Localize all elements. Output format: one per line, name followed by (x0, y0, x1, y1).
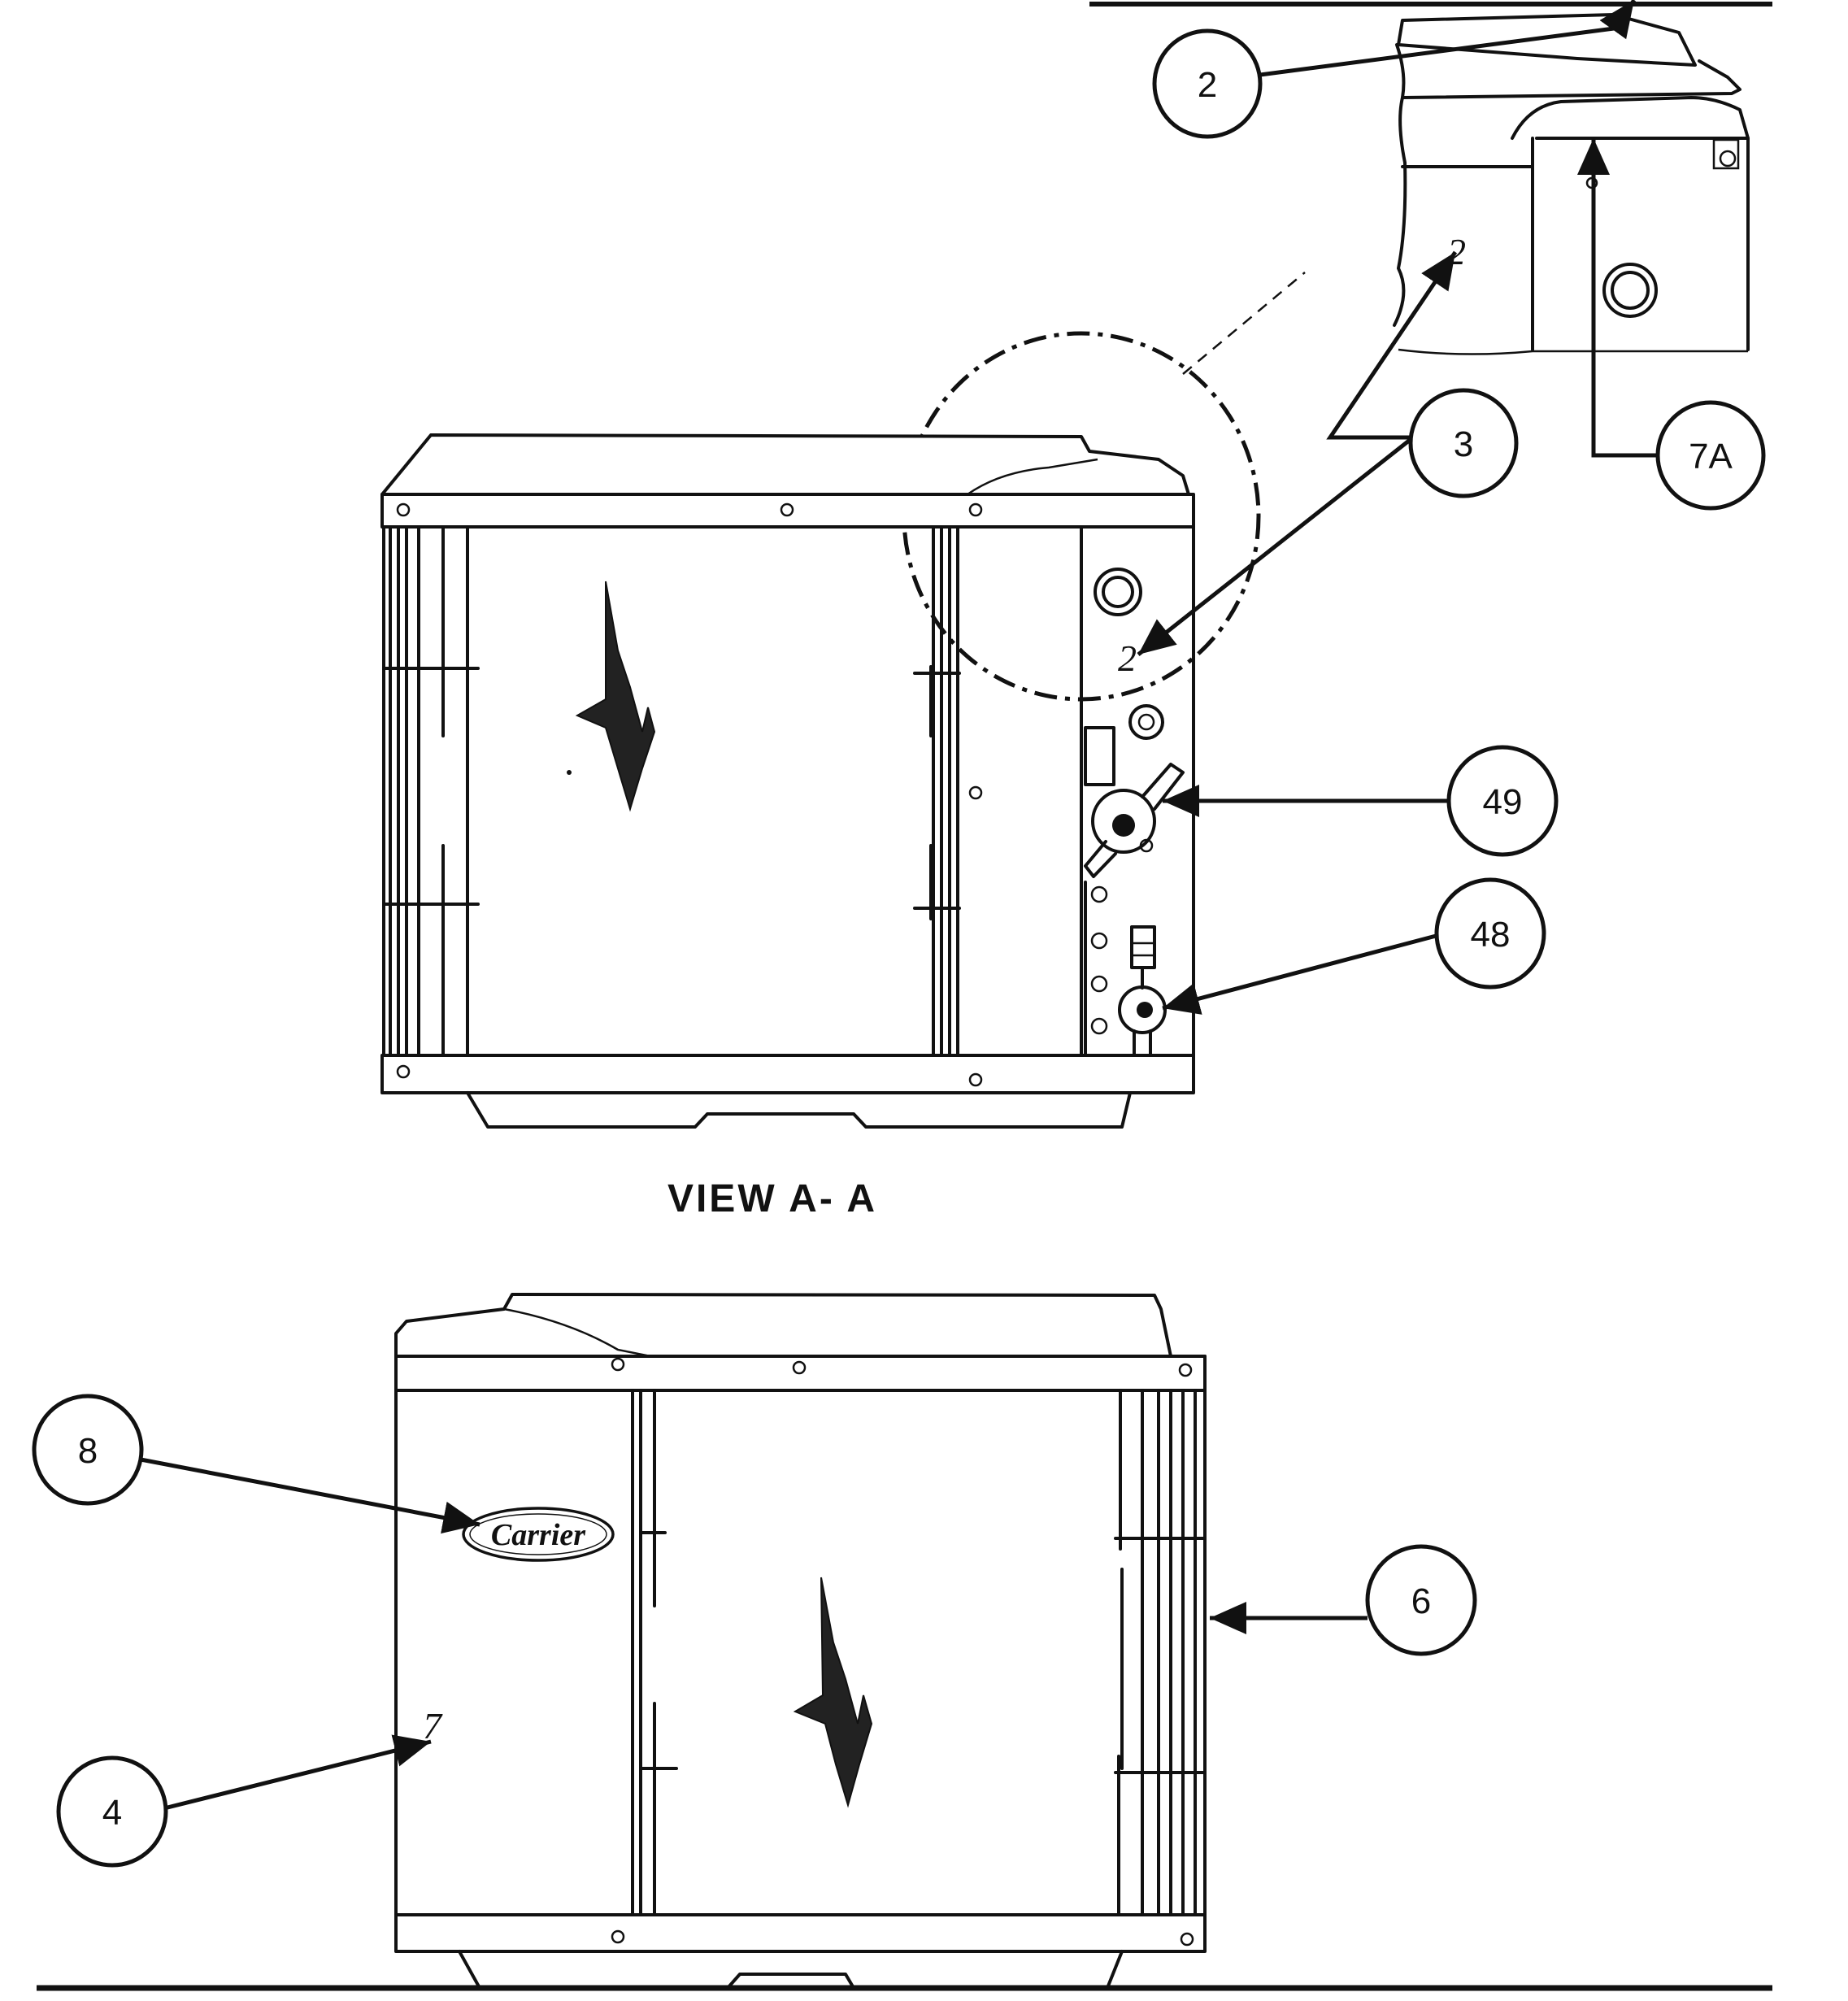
front-panel-handwritten-mark: 7 (423, 1705, 443, 1747)
callout-8: 8 (32, 1394, 144, 1506)
detail-view: 2 (1393, 13, 1750, 355)
callout-48: 48 (1434, 877, 1546, 990)
callout-2: 2 (1152, 28, 1263, 139)
svg-text:8: 8 (78, 1431, 98, 1471)
svg-text:3: 3 (1454, 424, 1473, 464)
svg-text:2: 2 (1198, 65, 1217, 105)
callout-7a: 7A (1655, 400, 1766, 511)
detail-projection-line (1182, 272, 1306, 375)
callout-4: 4 (56, 1755, 168, 1868)
callout-6: 6 (1365, 1544, 1477, 1656)
callout-3: 3 (1408, 388, 1519, 498)
svg-text:49: 49 (1483, 782, 1523, 822)
svg-text:Carrier: Carrier (491, 1518, 586, 1552)
front-view-unit: Carrier 7 (394, 1293, 1207, 1990)
carrier-logo: Carrier (462, 1507, 615, 1562)
svg-text:4: 4 (102, 1793, 122, 1833)
svg-text:7A: 7A (1689, 437, 1733, 476)
svg-text:48: 48 (1471, 915, 1511, 955)
side-panel-handwritten-mark: 2 (1118, 637, 1137, 679)
callout-49: 49 (1446, 745, 1559, 857)
view-label: VIEW A- A (667, 1177, 877, 1220)
svg-text:6: 6 (1411, 1581, 1431, 1621)
view-a-a-unit: 2 (380, 433, 1195, 1129)
leader-lines (140, 0, 1659, 1812)
detail-handwritten-mark: 2 (1447, 231, 1466, 272)
